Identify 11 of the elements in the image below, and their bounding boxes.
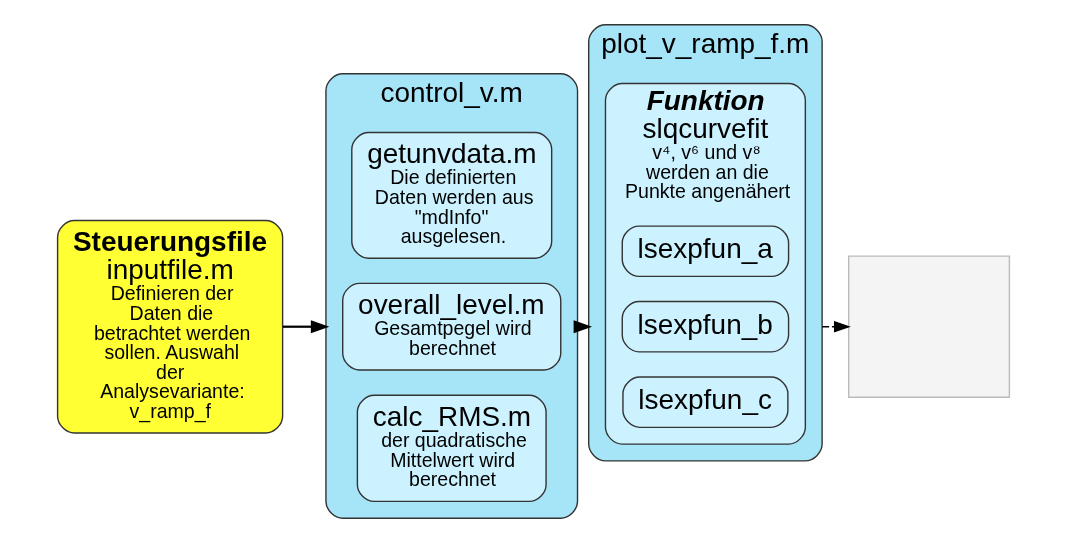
node-box: lsexpfun_b (621, 300, 790, 353)
node-box: Steuerungsfile inputfile.m Definieren der Daten die betrachtet werden sollen. Auswahl der Analysevariante: v_ramp_f (56, 219, 284, 434)
node-box: overall_level.m Gesamtpegel wird berechnet (342, 282, 562, 371)
node-box (847, 255, 1011, 398)
node-box: lsexpfun_c (622, 376, 789, 429)
arrow (821, 320, 851, 333)
node-box: calc_RMS.m der quadratische Mittelwert wird berechnet (356, 394, 547, 503)
node-box: getunvdata.m Die definierten Daten werden aus "mdInfo" ausgelesen. (351, 131, 553, 259)
arrow (573, 320, 593, 334)
node-box: lsexpfun_a (621, 225, 790, 278)
arrow (282, 320, 330, 334)
